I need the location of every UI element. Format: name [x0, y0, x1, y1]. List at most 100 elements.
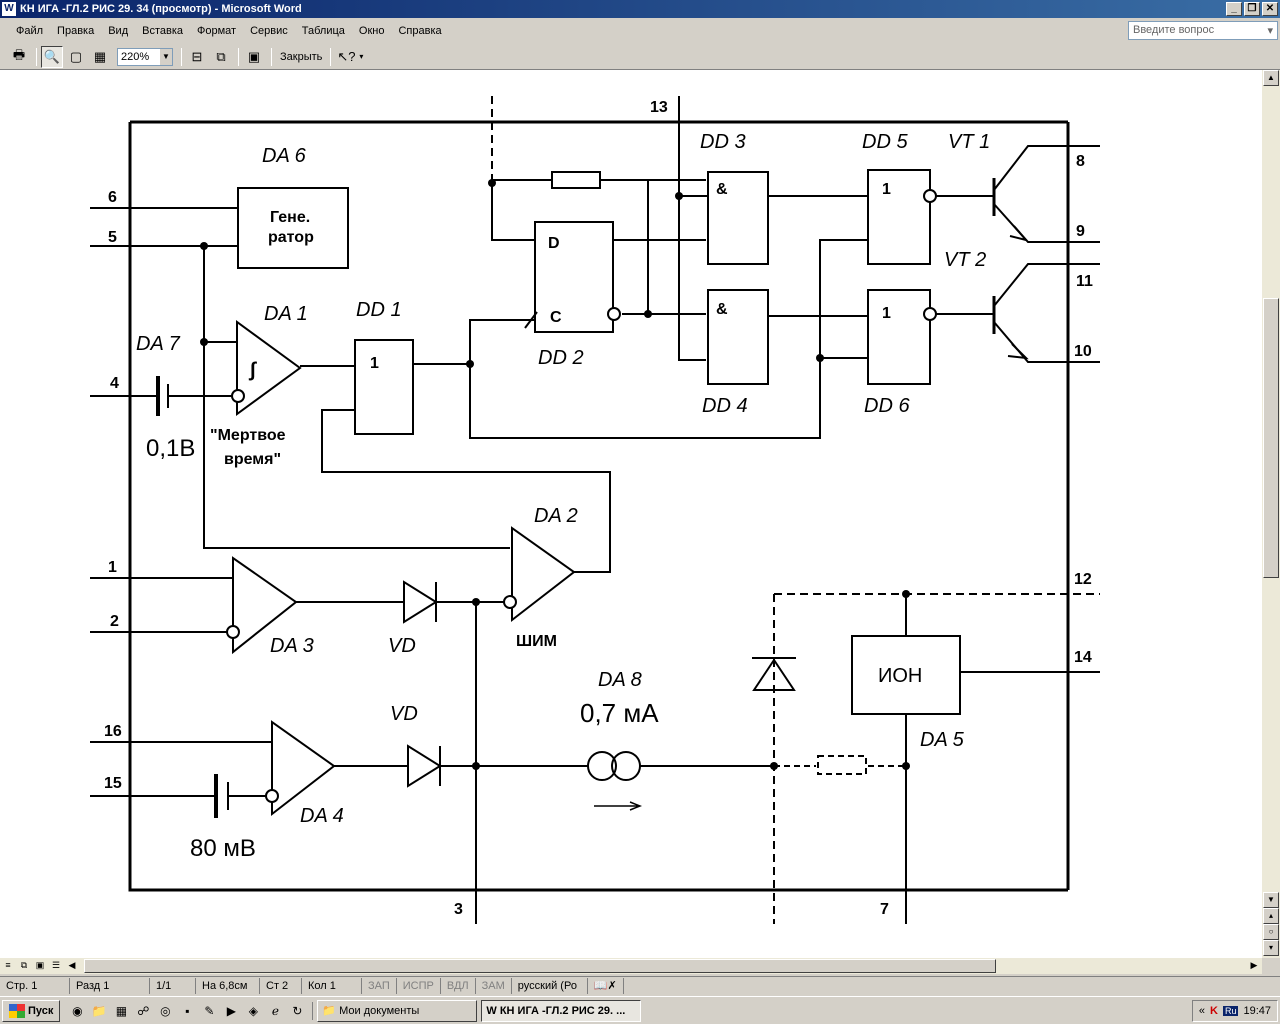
horizontal-scrollbar[interactable]: ≡ ⧉ ▣ ☰ ◀ ▶: [0, 958, 1262, 974]
task-word-document[interactable]: W КН ИГА -ГЛ.2 РИС 29. ...: [481, 999, 642, 1022]
ask-question-input[interactable]: Введите вопрос: [1133, 24, 1215, 36]
horizontal-scroll-thumb[interactable]: [84, 959, 996, 973]
chevron-down-icon[interactable]: ▼: [160, 48, 172, 65]
restore-button[interactable]: ❐: [1244, 2, 1260, 16]
da4-label: DA 4: [300, 805, 344, 827]
normal-view-icon[interactable]: ≡: [5, 960, 11, 970]
menu-format[interactable]: Формат: [197, 25, 237, 37]
media-icon[interactable]: ◎: [160, 1003, 171, 1018]
pin-15-label: 15: [104, 775, 122, 792]
pin-6-label: 6: [108, 189, 117, 206]
pin-4-label: 4: [110, 375, 119, 392]
da2-label: DA 2: [534, 505, 578, 527]
menu-file[interactable]: Файл: [16, 25, 44, 37]
status-column: Кол 1: [302, 977, 362, 994]
start-button[interactable]: Пуск: [2, 999, 61, 1022]
app-icon[interactable]: ◈: [248, 1003, 258, 1018]
voltage-80mv-label: 80 мВ: [190, 835, 256, 862]
tools-icon[interactable]: ✎: [204, 1003, 215, 1018]
antivirus-icon[interactable]: K: [1210, 1005, 1218, 1017]
scroll-right-icon[interactable]: ▶: [1250, 960, 1258, 970]
status-extend[interactable]: ВДЛ: [441, 977, 476, 994]
status-position: На 6,8см: [196, 977, 260, 994]
da7-label: DA 7: [136, 333, 181, 355]
menu-help[interactable]: Справка: [398, 25, 442, 37]
menu-view[interactable]: Вид: [108, 25, 129, 37]
scroll-left-icon[interactable]: ◀: [68, 960, 76, 970]
clock[interactable]: 19:47: [1243, 1005, 1271, 1017]
dd4-and-symbol: &: [716, 301, 728, 318]
status-language: русский (Ро: [512, 977, 588, 994]
system-tray: « K Ru 19:47: [1191, 1000, 1278, 1022]
close-preview-button[interactable]: Закрыть: [280, 50, 323, 63]
browse-object-icon[interactable]: ○: [1263, 924, 1279, 940]
chevron-down-icon[interactable]: ▾: [1267, 25, 1273, 37]
pwm-label: ШИМ: [516, 633, 557, 650]
integrator-symbol: ∫: [248, 359, 257, 381]
web-view-icon[interactable]: ⧉: [20, 960, 28, 970]
prev-page-icon[interactable]: ▴: [1263, 908, 1279, 924]
menu-edit[interactable]: Правка: [57, 25, 95, 37]
language-indicator[interactable]: Ru: [1222, 1006, 1239, 1016]
menu-tools[interactable]: Сервис: [250, 25, 288, 37]
da1-label: DA 1: [264, 303, 308, 325]
toolbar-separator: [181, 47, 182, 66]
print-layout-icon[interactable]: ▣: [35, 960, 45, 970]
full-screen-button[interactable]: ▣: [247, 48, 261, 64]
scroll-up-icon[interactable]: ▲: [1263, 70, 1279, 86]
multiple-pages-button[interactable]: ▦: [93, 48, 107, 64]
menu-insert[interactable]: Вставка: [142, 25, 184, 37]
toolbar-separator: [36, 47, 37, 66]
da5-label: DA 5: [920, 729, 965, 751]
browser-icon[interactable]: ◉: [72, 1003, 83, 1018]
vertical-scrollbar[interactable]: ▲ ▼ ▴ ○ ▾: [1262, 70, 1280, 958]
menu-window[interactable]: Окно: [358, 25, 385, 37]
status-pages: 1/1: [150, 977, 196, 994]
ask-question-box[interactable]: Введите вопрос ▾: [1128, 21, 1278, 40]
dd3-and-symbol: &: [716, 181, 728, 198]
network-icon[interactable]: ☍: [137, 1003, 150, 1018]
print-button[interactable]: 🖶: [12, 46, 26, 62]
dead-time-label-1: "Мертвое: [210, 427, 286, 444]
document-page[interactable]: 13 6 5 4 1 2 16 15 3 7 8 9 11 10 12 14 D…: [0, 70, 1262, 958]
folder-icon: 📁: [322, 1005, 340, 1017]
dd1-or-symbol: 1: [370, 355, 379, 372]
view-ruler-button[interactable]: ⊟: [191, 48, 203, 64]
refresh-icon[interactable]: ↻: [292, 1003, 303, 1018]
da3-label: DA 3: [270, 635, 314, 657]
magnifier-button[interactable]: 🔍: [41, 45, 63, 68]
status-overtype[interactable]: ЗАМ: [476, 977, 512, 994]
vertical-scroll-thumb[interactable]: [1263, 298, 1279, 578]
shrink-to-fit-button[interactable]: ⧉: [216, 48, 226, 64]
outline-view-icon[interactable]: ☰: [51, 960, 61, 970]
internet-explorer-icon[interactable]: ℯ: [271, 1003, 279, 1018]
task-my-documents[interactable]: 📁 Мои документы: [317, 999, 478, 1022]
vd2-label: VD: [390, 703, 418, 725]
minimize-button[interactable]: _: [1226, 2, 1242, 16]
preview-toolbar: 🖶 🔍 ▢ ▦ 220%▼ ⊟ ⧉ ▣ Закрыть ↖? ▾: [0, 44, 1280, 70]
context-help-button[interactable]: ↖?: [337, 48, 356, 64]
generator-label-2: ратор: [268, 229, 314, 246]
generator-label-1: Гене.: [270, 209, 310, 226]
one-page-button[interactable]: ▢: [69, 48, 83, 64]
toolbar-options-icon[interactable]: ▾: [359, 52, 364, 61]
spelling-status-icon[interactable]: 📖✗: [588, 977, 624, 994]
word-icon: W: [486, 1004, 500, 1017]
tray-expand-icon[interactable]: «: [1198, 1005, 1205, 1017]
da8-label: DA 8: [598, 669, 642, 691]
calculator-icon[interactable]: ▦: [115, 1003, 128, 1018]
close-button[interactable]: ✕: [1262, 2, 1278, 16]
vt2-label: VT 2: [944, 249, 986, 271]
save-icon[interactable]: ▪: [185, 1003, 190, 1018]
status-track[interactable]: ИСПР: [397, 977, 441, 994]
scroll-down-icon[interactable]: ▼: [1263, 892, 1279, 908]
next-page-icon[interactable]: ▾: [1263, 940, 1279, 956]
toolbar-separator: [271, 47, 272, 66]
player-icon[interactable]: ▶: [226, 1003, 236, 1018]
zoom-select[interactable]: 220%▼: [117, 47, 173, 66]
status-record[interactable]: ЗАП: [362, 977, 397, 994]
dd6-label: DD 6: [864, 395, 910, 417]
menu-table[interactable]: Таблица: [301, 25, 345, 37]
c-input-label: C: [550, 309, 562, 326]
folder-icon[interactable]: 📁: [91, 1003, 107, 1018]
